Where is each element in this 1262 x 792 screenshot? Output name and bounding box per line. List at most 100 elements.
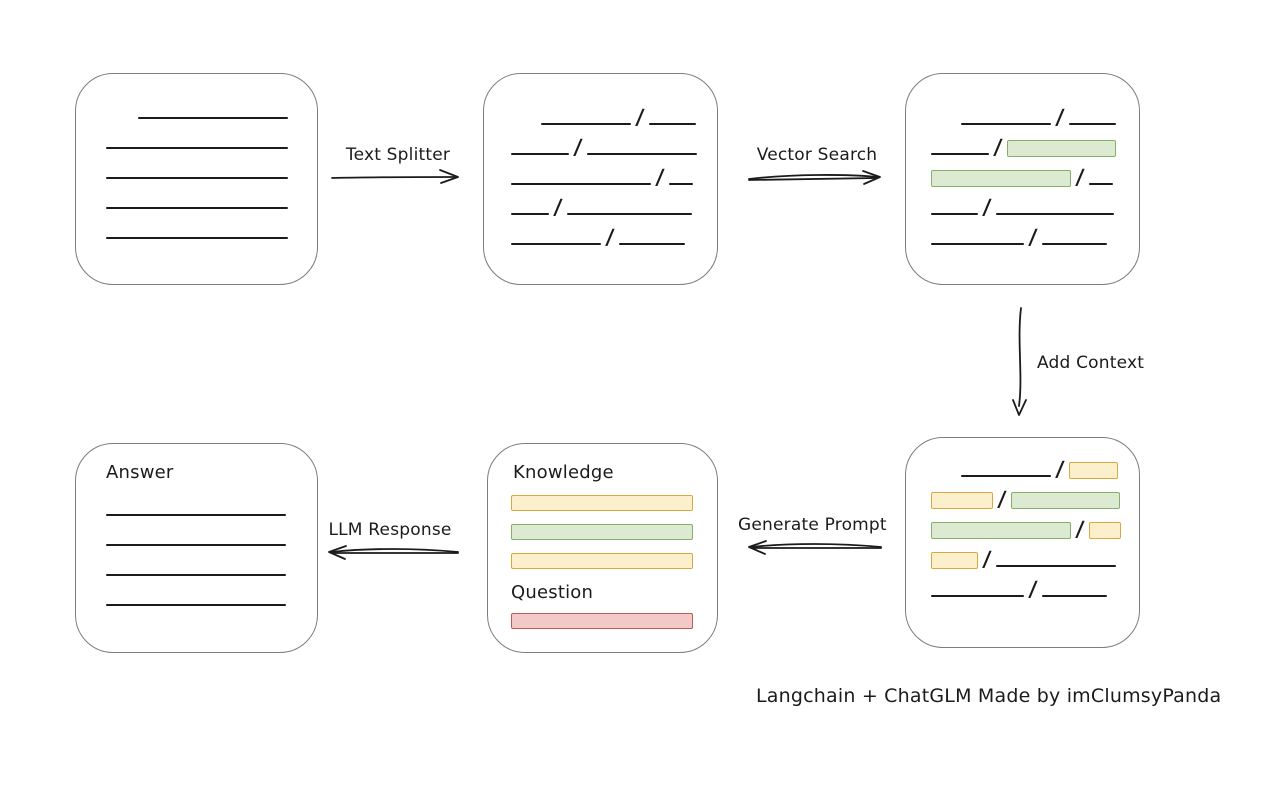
chunk-row: / [511,158,697,189]
yellow-bar [511,553,693,569]
text-splitter-label: Text Splitter [345,145,451,165]
slash-separator: / [1027,577,1038,601]
text-line [1068,123,1116,125]
chunk-row: / [931,98,1116,129]
document-line-row [106,92,288,122]
highlight-chip-green [931,522,1071,539]
text-line [961,123,1051,125]
prompt-box: Knowledge Question [487,443,718,653]
text-line [511,183,651,185]
slash-separator: / [996,487,1007,511]
vector-chunk-rows: / / / / / [931,98,1116,249]
text-line [931,153,989,155]
slash-separator: / [654,165,665,189]
caption-credit: Langchain + ChatGLM Made by imClumsyPand… [756,685,1222,707]
left-arrow-icon [328,545,459,560]
text-line [1041,595,1107,597]
slash-separator: / [552,195,563,219]
document-line-row [106,212,288,242]
generate-prompt-arrow-group: Generate Prompt [738,515,887,557]
text-line [106,514,286,516]
right-arrow-icon [331,169,459,184]
text-line [961,475,1051,477]
document-line-row [106,122,288,152]
text-splitter-arrow-group: Text Splitter [330,145,466,187]
document-line-row [106,519,286,549]
slash-separator: / [992,135,1003,159]
highlight-chip-yellow [1068,462,1118,479]
text-line [511,213,549,215]
highlight-chip-yellow [931,552,978,569]
text-line [106,544,286,546]
highlight-chip-green [1010,492,1120,509]
chunk-row: / [931,540,1121,571]
highlight-chip-yellow [1088,522,1121,539]
text-line [106,604,286,606]
context-chunk-rows: / / / / / [931,450,1121,601]
chunk-row: / [511,128,697,159]
text-line [541,123,631,125]
slash-separator: / [634,105,645,129]
document-line-row [106,489,286,519]
left-arrow-icon [748,540,882,555]
knowledge-label: Knowledge [513,462,614,483]
text-line [106,237,288,239]
source-document-box [75,73,318,285]
question-bars [511,613,693,630]
text-line [931,595,1024,597]
text-line [931,213,978,215]
text-line [586,153,697,155]
add-context-arrow-group: Add Context [1006,306,1166,426]
llm-response-arrow-group: LLM Response [320,520,460,562]
chunk-row: / [931,158,1116,189]
document-line-row [106,152,288,182]
chunk-row: / [931,450,1121,481]
llm-response-label: LLM Response [328,520,452,540]
chunk-row: / [931,128,1116,159]
vector-search-arrow-group: Vector Search [746,145,888,187]
chunk-row: / [931,510,1121,541]
knowledge-bars [511,495,693,570]
answer-label: Answer [106,462,174,483]
red-bar [511,613,693,629]
text-line [668,183,693,185]
text-line [995,213,1114,215]
right-arrow-icon [748,170,881,185]
text-line [995,565,1116,567]
slash-separator: / [1054,105,1065,129]
vector-search-label: Vector Search [756,145,878,165]
slash-separator: / [1074,165,1085,189]
chunk-row: / [931,188,1116,219]
text-line [931,243,1024,245]
document-line-row [106,182,288,212]
text-line [106,207,288,209]
chunk-row: / [511,98,697,129]
highlight-chip-green [1006,140,1116,157]
text-line [618,243,685,245]
text-line [106,147,288,149]
text-line [138,117,288,119]
slash-separator: / [1027,225,1038,249]
text-line [511,243,601,245]
vector-search-result-box: / / / / / [905,73,1140,285]
text-line [648,123,696,125]
slash-separator: / [604,225,615,249]
split-chunk-rows: ///// [511,98,697,249]
slash-separator: / [981,195,992,219]
split-chunks-box: ///// [483,73,718,285]
chunk-row: / [511,188,697,219]
document-line-row [106,579,286,609]
question-label: Question [511,582,594,603]
chunk-row: / [511,218,697,249]
document-lines [106,92,288,242]
chunk-row: / [931,218,1116,249]
slash-separator: / [981,547,992,571]
slash-separator: / [1074,517,1085,541]
text-line [1088,183,1113,185]
answer-lines [106,489,286,609]
generate-prompt-label: Generate Prompt [738,515,887,535]
slash-separator: / [1054,457,1065,481]
highlight-chip-yellow [931,492,993,509]
green-bar [511,524,693,540]
